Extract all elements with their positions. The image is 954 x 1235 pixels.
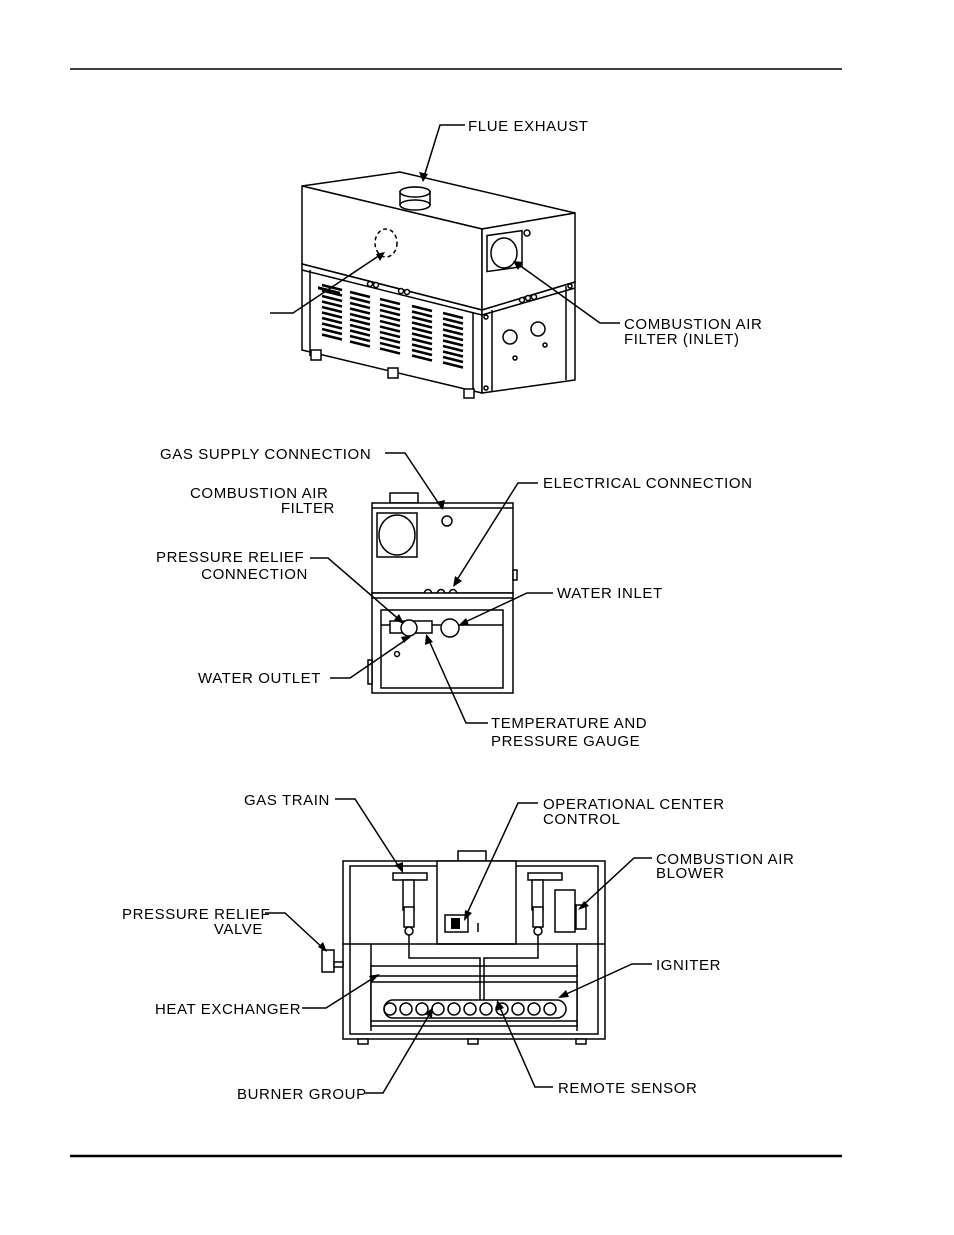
label-gas-train: GAS TRAIN [244, 792, 330, 809]
label-burner-group: BURNER GROUP [237, 1086, 367, 1103]
label-operational-center-control-line1: OPERATIONAL CENTER [543, 796, 725, 813]
label-flue-exhaust: FLUE EXHAUST [468, 118, 589, 135]
label-remote-sensor: REMOTE SENSOR [558, 1080, 697, 1097]
label-combustion-air-filter-line1: COMBUSTION AIR [190, 485, 328, 502]
label-combustion-air-blower-line2: BLOWER [656, 865, 725, 882]
label-water-inlet: WATER INLET [557, 585, 663, 602]
label-electrical-connection: ELECTRICAL CONNECTION [543, 475, 753, 492]
label-gas-supply-connection: GAS SUPPLY CONNECTION [160, 446, 371, 463]
label-temperature-pressure-gauge-line2: PRESSURE GAUGE [491, 733, 640, 750]
label-combustion-air-blower-line1: COMBUSTION AIR [656, 851, 794, 868]
label-operational-center-control-line2: CONTROL [543, 811, 621, 828]
front-view [367, 492, 518, 694]
label-combustion-air-filter-inlet-line1: COMBUSTION AIR [624, 316, 762, 333]
label-pressure-relief-connection-line2: CONNECTION [201, 566, 308, 583]
label-combustion-air-filter-line2: FILTER [281, 500, 335, 517]
label-pressure-relief-valve-line2: VALVE [214, 921, 263, 938]
label-water-outlet: WATER OUTLET [198, 670, 321, 687]
label-combustion-air-filter-inlet-line2: FILTER (INLET) [624, 331, 740, 348]
label-pressure-relief-connection-line1: PRESSURE RELIEF [156, 549, 304, 566]
label-heat-exchanger: HEAT EXCHANGER [155, 1001, 301, 1018]
label-temperature-pressure-gauge-line1: TEMPERATURE AND [491, 715, 647, 732]
isometric-view [301, 171, 576, 399]
side-view [321, 850, 606, 1045]
label-pressure-relief-valve-line1: PRESSURE RELIEF [122, 906, 270, 923]
louver-grid [321, 283, 464, 369]
label-igniter: IGNITER [656, 957, 721, 974]
burner-tubes [383, 999, 567, 1019]
